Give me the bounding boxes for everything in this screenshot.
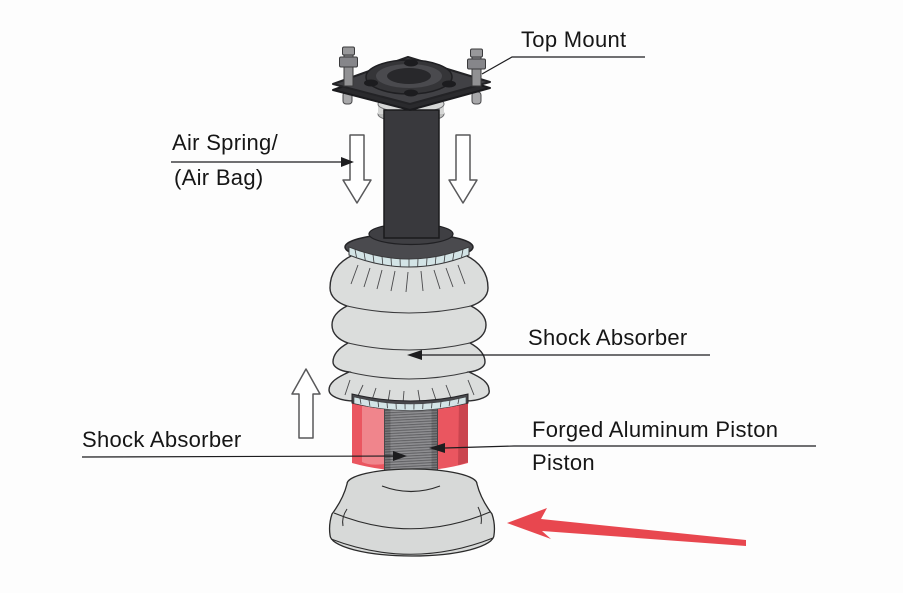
down-arrow-left-icon: [342, 134, 372, 204]
top-mount-plate: [332, 46, 491, 111]
piston-base: [328, 468, 496, 557]
upper-clamp-ring: [348, 246, 470, 268]
piston-label-line2: Piston: [532, 450, 595, 475]
shock-absorber-left-leader: [81, 455, 395, 458]
shock-absorber-left-label: Shock Absorber: [82, 427, 242, 452]
lower-clamp-ring: [351, 393, 469, 411]
up-arrow-icon: [291, 368, 321, 439]
piston-label-line1: Forged Aluminum Piston: [532, 417, 779, 442]
red-pointer-arrow: [507, 508, 746, 546]
air-spring-bellows: [328, 254, 490, 409]
leader-arrowheads: [341, 157, 445, 461]
shock-absorber-right-label: Shock Absorber: [528, 325, 688, 350]
down-arrow-right-icon: [448, 134, 478, 204]
air-spring-label-line1: Air Spring/: [172, 130, 279, 155]
air-bag-cylinder: [377, 95, 445, 239]
top-mount-label: Top Mount: [521, 27, 627, 52]
top-mount-leader: [481, 56, 645, 75]
bellows-spokes: [344, 264, 475, 404]
air-spring-label-line2: (Air Bag): [174, 165, 264, 190]
piston-leader: [444, 445, 816, 449]
motion-arrows: [291, 134, 478, 439]
mount-stud-left: [339, 46, 358, 87]
mount-stud-right: [467, 48, 486, 87]
leader-lines: [81, 56, 816, 458]
